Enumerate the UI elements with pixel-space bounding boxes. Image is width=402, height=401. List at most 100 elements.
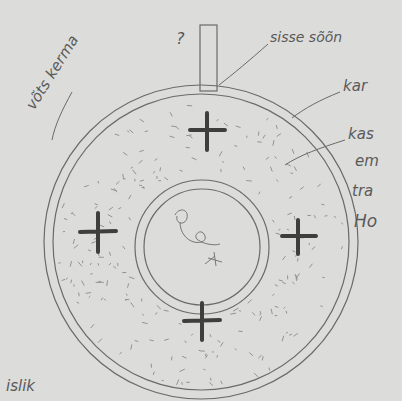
texture-dash	[325, 215, 328, 217]
note-text: islik	[6, 378, 35, 395]
cross-right	[282, 220, 316, 254]
texture-dash	[131, 167, 133, 168]
scribble-a	[175, 210, 220, 245]
texture-dash	[321, 204, 324, 206]
texture-dash	[133, 170, 137, 175]
texture-dash	[64, 218, 67, 220]
texture-dash	[90, 273, 92, 275]
texture-dash	[71, 280, 72, 284]
texture-dash	[111, 189, 117, 191]
texture-dash	[286, 332, 288, 334]
texture-dash	[62, 203, 64, 208]
texture-dash	[187, 105, 192, 107]
texture-dash	[210, 334, 211, 337]
texture-dash	[192, 158, 197, 160]
texture-dash	[134, 179, 135, 182]
texture-dash	[279, 280, 283, 281]
texture-dash	[78, 262, 82, 267]
texture-dash	[125, 299, 127, 301]
texture-dash	[123, 246, 126, 249]
texture-dash	[276, 180, 278, 182]
texture-dash	[277, 134, 281, 137]
texture-dash	[236, 126, 241, 128]
note-text: tra	[352, 183, 373, 200]
texture-dash	[141, 299, 142, 302]
texture-dash	[216, 355, 218, 357]
texture-dash	[239, 310, 241, 312]
center-scribble	[175, 210, 222, 266]
texture-dash	[275, 156, 277, 158]
texture-dash	[150, 340, 154, 341]
ring-texture	[58, 105, 343, 385]
texture-dash	[259, 192, 261, 195]
texture-dash	[180, 170, 183, 171]
texture-dash	[74, 245, 78, 249]
texture-dash	[314, 215, 316, 218]
texture-dash	[309, 243, 310, 245]
texture-dash	[233, 308, 238, 311]
texture-dash	[129, 277, 134, 279]
texture-dash	[129, 217, 131, 220]
texture-dash	[269, 368, 271, 371]
cross-left	[80, 213, 116, 252]
outer-ring	[44, 85, 358, 399]
texture-dash	[270, 167, 272, 172]
texture-dash	[292, 251, 295, 252]
texture-dash	[140, 119, 144, 122]
texture-dash	[141, 187, 144, 189]
texture-dash	[238, 331, 242, 332]
texture-dash	[205, 355, 207, 359]
texture-dash	[266, 157, 269, 159]
texture-dash	[191, 334, 193, 336]
texture-dash	[217, 119, 218, 121]
texture-dash	[109, 207, 113, 210]
texture-dash	[287, 275, 288, 279]
texture-dash	[109, 263, 111, 265]
texture-dash	[139, 150, 144, 151]
texture-dash	[158, 180, 161, 181]
texture-dash	[139, 185, 142, 186]
texture-dash	[131, 345, 132, 350]
texture-dash	[292, 282, 294, 284]
texture-dash	[153, 171, 154, 173]
texture-dash	[109, 252, 110, 256]
texture-dash	[205, 353, 207, 356]
texture-dash	[89, 296, 91, 298]
crosses	[80, 113, 316, 340]
texture-dash	[272, 220, 274, 223]
texture-dash	[153, 372, 154, 375]
texture-dash	[129, 195, 132, 199]
texture-dash	[283, 256, 286, 260]
texture-dash	[243, 167, 245, 170]
texture-dash	[159, 167, 161, 171]
texture-dash	[289, 196, 292, 198]
texture-dash	[177, 380, 179, 385]
texture-dash	[295, 274, 298, 279]
texture-dash	[260, 311, 261, 313]
texture-dash	[106, 280, 108, 286]
texture-dash	[186, 147, 190, 148]
texture-dash	[70, 261, 71, 267]
texture-dash	[73, 239, 74, 244]
texture-dash	[254, 373, 258, 377]
leader-vots	[52, 92, 72, 140]
texture-dash	[294, 333, 298, 336]
texture-dash	[272, 294, 274, 296]
texture-dash	[90, 263, 91, 265]
texture-dash	[210, 378, 211, 381]
texture-dash	[156, 176, 157, 179]
hanger-tab	[200, 25, 217, 91]
ring-outlines	[44, 85, 358, 399]
texture-dash	[246, 180, 252, 182]
texture-dash	[182, 356, 186, 358]
texture-dash	[258, 355, 261, 358]
texture-dash	[118, 208, 121, 210]
texture-dash	[145, 130, 148, 132]
texture-dash	[117, 263, 118, 266]
texture-dash	[170, 112, 172, 116]
texture-dash	[127, 131, 129, 133]
texture-dash	[220, 342, 223, 346]
texture-dash	[318, 184, 321, 187]
texture-dash	[77, 302, 79, 303]
texture-dash	[98, 263, 100, 265]
